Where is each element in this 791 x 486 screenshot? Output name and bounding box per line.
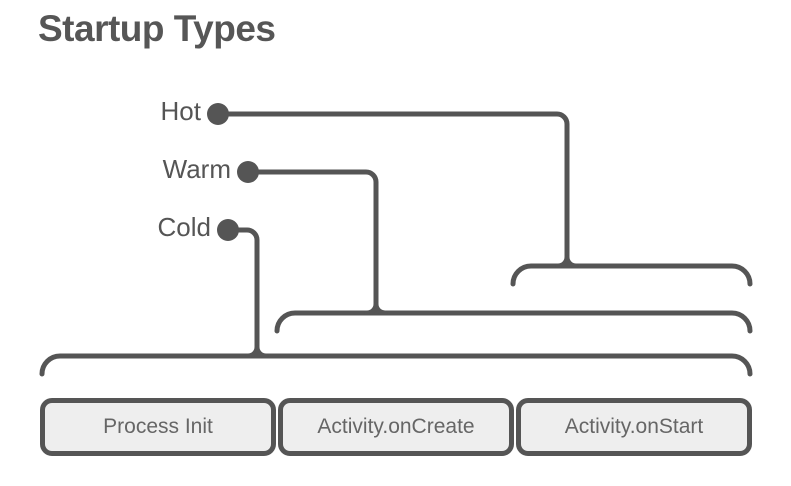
startup-type-dot-cold [217, 219, 239, 241]
connector-bracket-hot [510, 263, 753, 287]
connector-junction-right-hot [564, 254, 579, 269]
startup-type-dot-warm [237, 161, 259, 183]
connector-stem-cold [225, 227, 260, 350]
startup-type-dot-hot [207, 103, 229, 125]
startup-type-label-hot: Hot [160, 96, 201, 126]
phase-box-process-init[interactable]: Process Init [40, 398, 276, 456]
connector-bracket-cold [39, 353, 753, 377]
phase-box-activity-onstart[interactable]: Activity.onStart [516, 398, 752, 456]
connector-stem-hot [215, 111, 570, 260]
phase-box-label: Activity.onStart [564, 415, 704, 438]
page-title: Startup Types [38, 8, 276, 49]
connector-bracket-warm [274, 310, 753, 334]
connector-junction-right-warm [373, 301, 388, 316]
connector-junction-right-cold [254, 344, 269, 359]
startup-type-label-warm: Warm [162, 154, 231, 184]
phase-box-label: Activity.onCreate [317, 415, 475, 438]
phase-box-activity-oncreate[interactable]: Activity.onCreate [278, 398, 514, 456]
phase-box-label: Process Init [103, 415, 213, 438]
startup-type-label-cold: Cold [157, 212, 211, 242]
connector-stem-warm [245, 169, 379, 307]
